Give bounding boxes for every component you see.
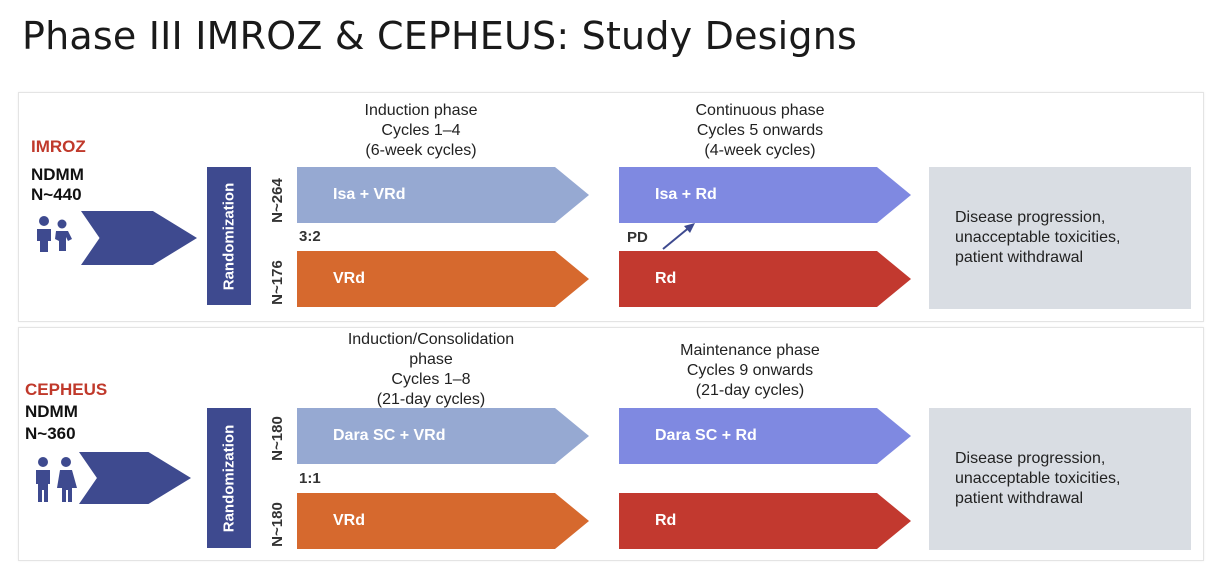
cepheus-study-name: CEPHEUS — [25, 380, 108, 399]
pd-crossover-arrow-icon — [662, 223, 695, 250]
imroz-arm2-phase2-label: Rd — [655, 270, 677, 287]
imroz-arm2-phase1-label: VRd — [333, 270, 365, 287]
cepheus-population: NDMM — [25, 402, 78, 421]
imroz-ratio: 3:2 — [299, 228, 321, 245]
cepheus-arm2-n-wrap: N~180 — [257, 496, 297, 552]
imroz-population: NDMM — [31, 165, 84, 184]
patient-pair-icon — [37, 216, 72, 252]
cepheus-arm1-phase2-arrow: Dara SC + Rd — [619, 408, 911, 464]
cepheus-arm2-phase1-label: VRd — [333, 512, 365, 529]
cepheus-arm2-phase2-arrow: Rd — [619, 493, 911, 549]
cepheus-phase1-label: Induction/Consolidation phase Cycles 1–8… — [347, 331, 515, 408]
cepheus-arm1-n-wrap: N~180 — [257, 410, 297, 466]
cepheus-arm2-n: N~180 — [268, 501, 286, 547]
imroz-arm2-n: N~176 — [268, 259, 286, 305]
imroz-phase2-label: Continuous phase Cycles 5 onwards (4-wee… — [695, 102, 825, 159]
cepheus-arm1-phase1-arrow: Dara SC + VRd — [297, 408, 589, 464]
cepheus-randomization-box: Randomization — [207, 408, 251, 548]
cepheus-endpoint-box: Disease progression, unacceptable toxici… — [929, 408, 1191, 550]
imroz-arm1-phase1-arrow: Isa + VRd — [297, 167, 589, 223]
imroz-arm2-phase1-arrow: VRd — [297, 251, 589, 307]
imroz-arm2-n-wrap: N~176 — [257, 255, 297, 309]
cepheus-arm1-n: N~180 — [268, 415, 286, 461]
imroz-panel: IMROZ NDMM N~440 Randomization N~264 3:2… — [18, 92, 1204, 322]
cepheus-arm1-phase2-label: Dara SC + Rd — [655, 427, 757, 444]
people-icon — [36, 457, 77, 502]
cepheus-phase2-label: Maintenance phase Cycles 9 onwards (21-d… — [680, 342, 820, 399]
imroz-arm1-n: N~264 — [268, 177, 286, 223]
page-title: Phase III IMROZ & CEPHEUS: Study Designs — [22, 14, 858, 58]
imroz-study-name: IMROZ — [31, 137, 86, 156]
imroz-arm2-phase2-arrow: Rd — [619, 251, 911, 307]
imroz-randomization-label: Randomization — [220, 182, 238, 290]
imroz-pd-label: PD — [627, 229, 648, 246]
imroz-endpoint-box: Disease progression, unacceptable toxici… — [929, 167, 1191, 309]
cepheus-arm2-phase1-arrow: VRd — [297, 493, 589, 549]
cepheus-arm1-phase1-label: Dara SC + VRd — [333, 427, 446, 444]
imroz-arm1-phase2-label: Isa + Rd — [655, 186, 717, 203]
imroz-n-total: N~440 — [31, 185, 82, 204]
imroz-arm1-phase1-label: Isa + VRd — [333, 186, 406, 203]
cepheus-panel: CEPHEUS NDMM N~360 Randomization N~180 1… — [18, 327, 1204, 561]
imroz-arm1-n-wrap: N~264 — [257, 173, 297, 227]
cepheus-entry-chevron — [79, 452, 191, 504]
imroz-arm1-phase2-arrow: Isa + Rd — [619, 167, 911, 223]
imroz-entry-chevron — [81, 211, 197, 265]
cepheus-arm2-phase2-label: Rd — [655, 512, 677, 529]
imroz-phase1-label: Induction phase Cycles 1–4 (6-week cycle… — [364, 102, 478, 159]
cepheus-n-total: N~360 — [25, 424, 76, 443]
cepheus-randomization-label: Randomization — [220, 424, 238, 532]
imroz-randomization-box: Randomization — [207, 167, 251, 305]
cepheus-ratio: 1:1 — [299, 470, 321, 487]
